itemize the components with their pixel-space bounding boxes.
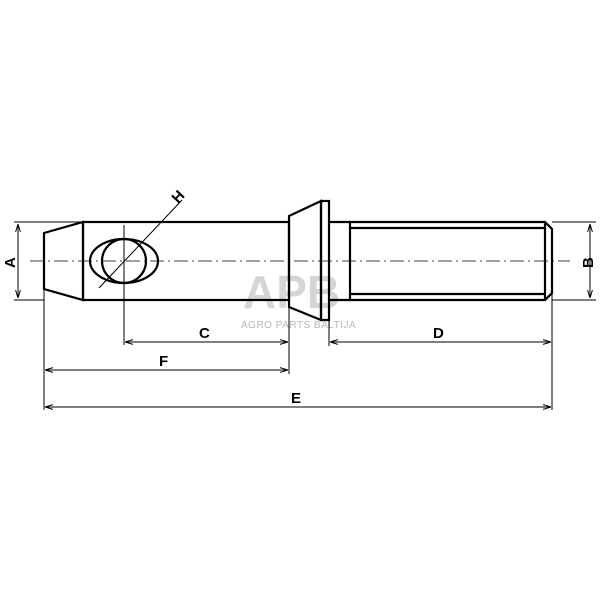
dim-C-label: C xyxy=(199,325,210,342)
dim-B-label: B xyxy=(580,257,597,268)
neck xyxy=(329,220,350,302)
watermark-logo: APB xyxy=(243,266,340,318)
watermark: APB AGRO PARTS BALTIJA xyxy=(241,266,356,331)
dim-F-label: F xyxy=(159,353,168,370)
dim-D-label: D xyxy=(433,325,444,342)
center-lines xyxy=(30,225,570,345)
dim-H-line xyxy=(98,199,183,289)
dim-A-label: A xyxy=(2,257,19,268)
dim-E-label: E xyxy=(291,390,301,407)
watermark-subtitle: AGRO PARTS BALTIJA xyxy=(241,320,356,331)
dim-H-label: H xyxy=(168,187,188,207)
collar-plate xyxy=(319,199,331,322)
